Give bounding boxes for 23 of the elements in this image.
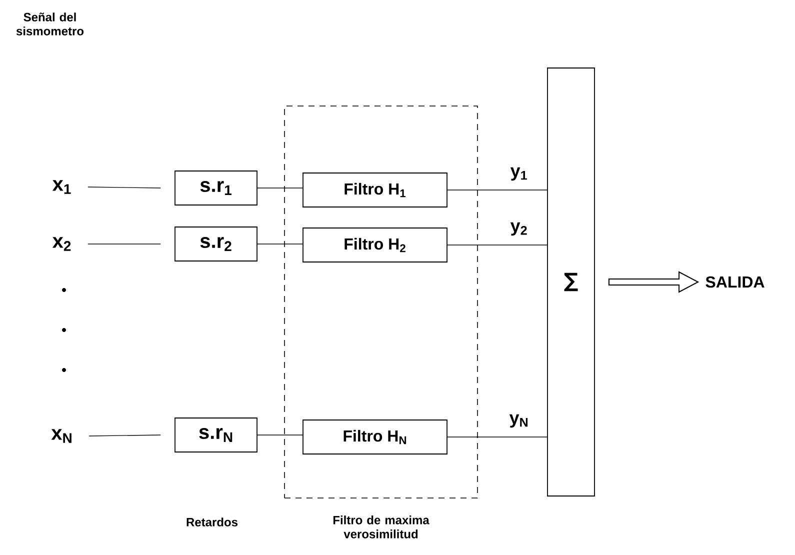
group-caption: Filtro de maxima verosimilitud <box>333 516 430 538</box>
process-box: Filtro H$_{1}$ <box>302 172 448 208</box>
signal-label: SALIDA <box>706 276 764 288</box>
edge-label: y$_{N}$ <box>509 414 528 428</box>
caption-text: Señal del sismometro <box>16 12 84 36</box>
process-box: s.r$_{2}$ <box>174 226 258 262</box>
process-box: Filtro H$_{N}$ <box>302 420 448 454</box>
summation-box: ∑ <box>547 68 595 496</box>
connector-line <box>88 434 161 436</box>
signal-label: x$_{N}$ <box>51 429 72 443</box>
edge-label: y$_{1}$ <box>510 167 527 181</box>
connector-line <box>447 244 548 246</box>
process-box: Filtro H$_{2}$ <box>302 228 448 262</box>
process-box: s.r$_{N}$ <box>174 418 258 452</box>
connector-line <box>447 436 548 438</box>
connector-line <box>257 434 303 436</box>
signal-label: x$_{2}$ <box>52 237 71 251</box>
signal-label: x$_{1}$ <box>52 180 71 194</box>
caption-text: Retardos <box>186 518 238 526</box>
edge-label: y$_{2}$ <box>510 222 527 236</box>
hollow-arrow <box>608 271 700 293</box>
connector-line <box>88 186 161 188</box>
process-box: s.r$_{1}$ <box>174 170 258 206</box>
